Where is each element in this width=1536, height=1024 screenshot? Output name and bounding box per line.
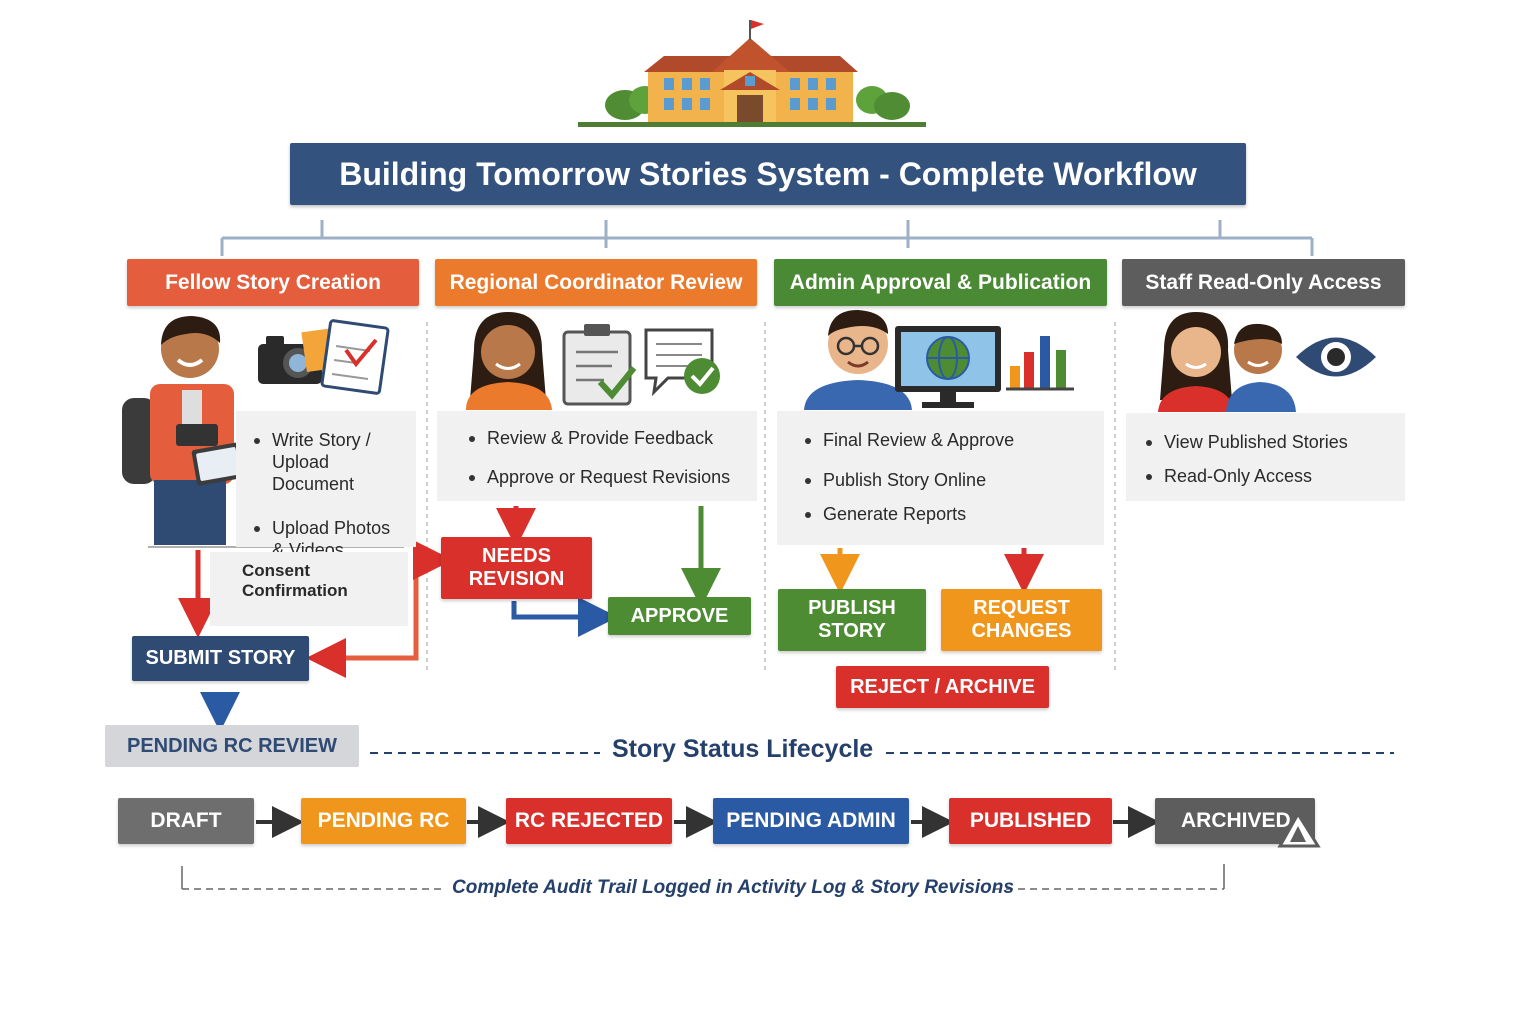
status-rc-rejected: RC REJECTED	[506, 798, 672, 844]
bar-chart-icon	[1006, 336, 1074, 391]
staff-illustration	[1158, 312, 1296, 412]
fellow-illustration	[122, 316, 245, 545]
staff-task-panel: View Published Stories Read-Only Access	[1126, 413, 1405, 501]
rc-task-2: Approve or Request Revisions	[467, 466, 757, 488]
feedback-message-icon	[644, 328, 720, 397]
diagram-title: Building Tomorrow Stories System - Compl…	[290, 143, 1246, 205]
checklist-icon	[301, 319, 390, 395]
fellow-task-1: Write Story / Upload Document	[252, 429, 416, 495]
request-changes-box: REQUEST CHANGES	[941, 589, 1102, 651]
pending-rc-review-box: PENDING RC REVIEW	[105, 725, 359, 767]
header-staff: Staff Read-Only Access	[1122, 259, 1405, 306]
admin-task-2: Publish Story Online	[803, 469, 1104, 491]
staff-task-2: Read-Only Access	[1144, 465, 1405, 487]
approve-box: APPROVE	[608, 597, 751, 635]
clipboard-check-icon	[562, 324, 637, 406]
status-pending-rc: PENDING RC	[301, 798, 466, 844]
lifecycle-label: Story Status Lifecycle	[612, 735, 874, 763]
header-rc: Regional Coordinator Review	[435, 259, 757, 306]
status-pending-admin: PENDING ADMIN	[713, 798, 909, 844]
status-archived-label: ARCHIVED	[1181, 809, 1291, 832]
eye-icon	[1296, 337, 1376, 377]
audit-trail-note: Complete Audit Trail Logged in Activity …	[452, 877, 1014, 898]
school-building-icon	[578, 20, 926, 127]
header-fellow: Fellow Story Creation	[127, 259, 419, 306]
admin-task-3: Generate Reports	[803, 503, 1104, 525]
rc-task-1: Review & Provide Feedback	[467, 427, 757, 449]
consent-panel	[210, 552, 408, 626]
status-draft: DRAFT	[118, 798, 254, 844]
reject-archive-box: REJECT / ARCHIVE	[836, 666, 1049, 708]
staff-task-1: View Published Stories	[1144, 431, 1405, 453]
consent-label: Consent Confirmation	[242, 561, 348, 600]
status-published: PUBLISHED	[949, 798, 1112, 844]
admin-task-panel: Final Review & Approve Publish Story Onl…	[777, 411, 1104, 545]
archive-logo-icon	[1277, 811, 1321, 848]
publish-story-box: PUBLISH STORY	[778, 589, 926, 651]
submit-story-box: SUBMIT STORY	[132, 636, 309, 681]
monitor-globe-icon	[895, 326, 1001, 408]
fellow-task-panel: Write Story / Upload Document Upload Pho…	[236, 411, 416, 560]
header-admin: Admin Approval & Publication	[774, 259, 1107, 306]
admin-illustration	[804, 310, 912, 410]
rc-task-panel: Review & Provide Feedback Approve or Req…	[437, 411, 757, 501]
coordinator-illustration	[466, 312, 552, 410]
admin-task-1: Final Review & Approve	[803, 429, 1104, 451]
needs-revision-box: NEEDS REVISION	[441, 537, 592, 599]
